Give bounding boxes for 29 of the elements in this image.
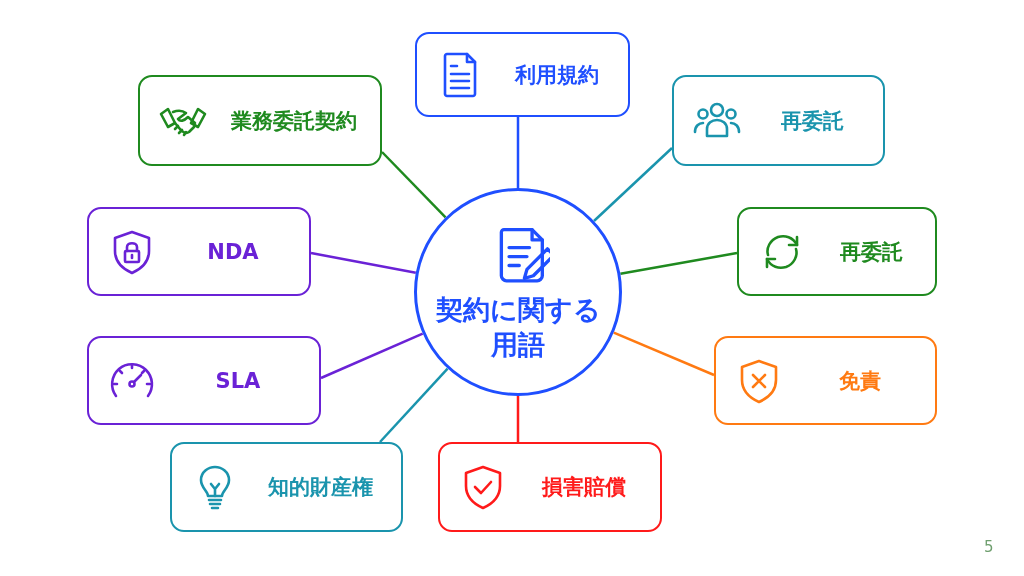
term-label: SLA (214, 368, 262, 393)
connector-line (320, 332, 424, 380)
term-label: 知的財産権 (267, 474, 374, 501)
connector-line (593, 147, 673, 222)
term-label: 再委託 (838, 238, 904, 266)
connector-line (516, 396, 520, 442)
term-box (438, 442, 662, 532)
term-label: 利用規約 (513, 61, 600, 89)
hub-title: 契約に関する用語 (434, 292, 602, 362)
term-box (87, 207, 311, 296)
term-box (714, 336, 937, 425)
connector-line (379, 367, 449, 443)
term-label: NDA (206, 239, 260, 264)
connector-line (310, 251, 417, 274)
page-number: 5 (984, 538, 994, 556)
connector-line (516, 117, 520, 188)
connector-line (613, 331, 715, 377)
term-box (672, 75, 885, 166)
term-label: 再委託 (780, 107, 845, 135)
term-box (138, 75, 382, 166)
term-box (87, 336, 321, 425)
term-label: 業務委託契約 (230, 107, 358, 135)
connector-line (620, 251, 738, 275)
term-label: 免責 (837, 367, 882, 395)
term-label: 損害賠償 (540, 474, 627, 501)
term-box (170, 442, 403, 532)
term-box (415, 32, 630, 117)
term-box (737, 207, 937, 296)
connector-line (381, 151, 447, 219)
